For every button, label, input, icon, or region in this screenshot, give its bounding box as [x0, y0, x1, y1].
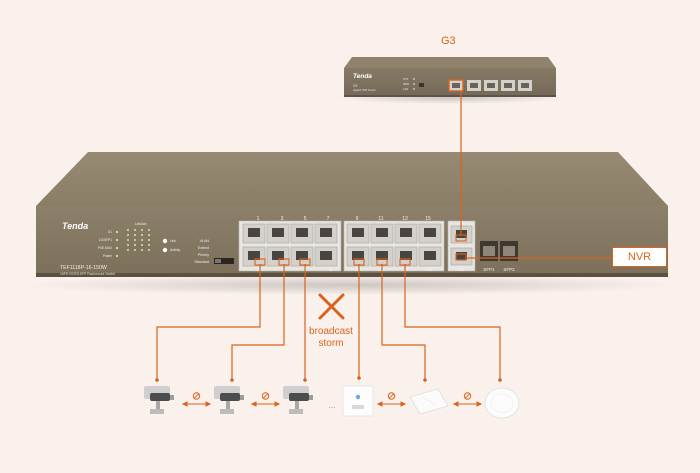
- switch-led-panel: Link/Act G1 1G/SFP1 PoE-MAX Power Link A…: [98, 222, 181, 258]
- port-number: 2: [257, 267, 260, 273]
- uplink-label: G2: [458, 267, 465, 272]
- led-row-label: PoE-MAX: [98, 246, 113, 250]
- broadcast-storm-line2: storm: [318, 338, 344, 349]
- cable-ap-2: [381, 264, 426, 380]
- led-group-header: Link/Act: [135, 222, 146, 226]
- port-number: 10: [355, 267, 361, 273]
- router-g3: Tenda G3 Gigabit VPN Router SYS WAN LAN: [334, 57, 564, 104]
- mode-label: Extend: [198, 246, 209, 250]
- ip-camera: [144, 386, 174, 414]
- router-title: G3: [441, 35, 456, 47]
- cable-ap-3: [404, 264, 501, 380]
- switch-mode-selector: VLAN Extend Priority Standard: [194, 239, 234, 264]
- port-number: 15: [425, 216, 431, 222]
- status-label: Link: [170, 239, 176, 243]
- block-icon: [463, 392, 472, 400]
- switch-model: TEF1118P-16-150W: [60, 265, 107, 271]
- port-number: 5: [304, 216, 307, 222]
- led-row-label: 1G/SFP1: [99, 238, 112, 242]
- isolation-arrows: [181, 392, 483, 407]
- sfp-ports: SFP1 SFP2: [480, 241, 518, 272]
- port-block-1-8: [238, 220, 342, 272]
- link-led: [162, 238, 168, 244]
- activity-led: [162, 247, 168, 253]
- port-number: 7: [327, 216, 330, 222]
- ceiling-access-point: [484, 387, 520, 419]
- cable-camera-2: [231, 264, 285, 380]
- mode-label: Priority: [198, 253, 209, 257]
- router-led-label: SYS: [403, 77, 408, 81]
- port-number: 14: [403, 267, 409, 273]
- mode-label: VLAN: [200, 239, 210, 243]
- router-led-label: WAN: [403, 82, 409, 86]
- block-icon: [261, 392, 270, 400]
- port-number: 11: [378, 216, 383, 222]
- nvr-label: NVR: [612, 247, 667, 267]
- router-usb-port: [419, 83, 424, 87]
- switch-logo: Tenda: [62, 221, 88, 231]
- port-number: 3: [281, 216, 284, 222]
- router-leds: SYS WAN LAN: [403, 77, 415, 91]
- switch-subtitle: 16FE+2GE/1SFP Rackmount Switch: [60, 272, 115, 276]
- wall-plate-access-point: [342, 385, 374, 417]
- broadcast-storm-label: broadcast storm: [296, 326, 366, 350]
- ip-camera: [283, 386, 313, 414]
- port-number: 4: [281, 267, 284, 273]
- broadcast-storm-x-icon: [318, 293, 345, 320]
- port-number: 9: [356, 216, 359, 222]
- switch-tef1118p: Tenda TEF1118P-16-150W 16FE+2GE/1SFP Rac…: [20, 152, 680, 295]
- block-icon: [387, 392, 396, 400]
- status-label: Activity: [170, 248, 181, 252]
- router-logo: Tenda: [353, 73, 372, 80]
- cable-camera-1: [156, 264, 261, 380]
- broadcast-storm-line1: broadcast: [309, 326, 353, 337]
- block-icon: [192, 392, 201, 400]
- port-block-9-16: [343, 220, 445, 272]
- led-row-label: G1: [108, 230, 112, 234]
- port-number: 16: [427, 267, 433, 273]
- port-number: 8: [330, 267, 333, 273]
- panel-access-point: [409, 388, 449, 415]
- port-number: 13: [402, 216, 408, 222]
- port-number: 1: [257, 216, 260, 222]
- connection-lines: [156, 91, 612, 380]
- connected-port-marker: [455, 253, 467, 261]
- mode-label: Standard: [194, 260, 209, 264]
- ip-camera: [214, 386, 244, 414]
- device-ellipsis: ...: [329, 401, 336, 410]
- led-row-label: Power: [103, 254, 113, 258]
- router-led-label: LAN: [403, 87, 408, 91]
- router-subtitle: Gigabit VPN Router: [353, 88, 376, 92]
- sfp-label: SFP1: [483, 267, 495, 272]
- router-ports: [448, 79, 532, 92]
- mode-switch: [214, 258, 234, 264]
- router-model: G3: [353, 84, 357, 88]
- sfp-label: SFP2: [503, 267, 515, 272]
